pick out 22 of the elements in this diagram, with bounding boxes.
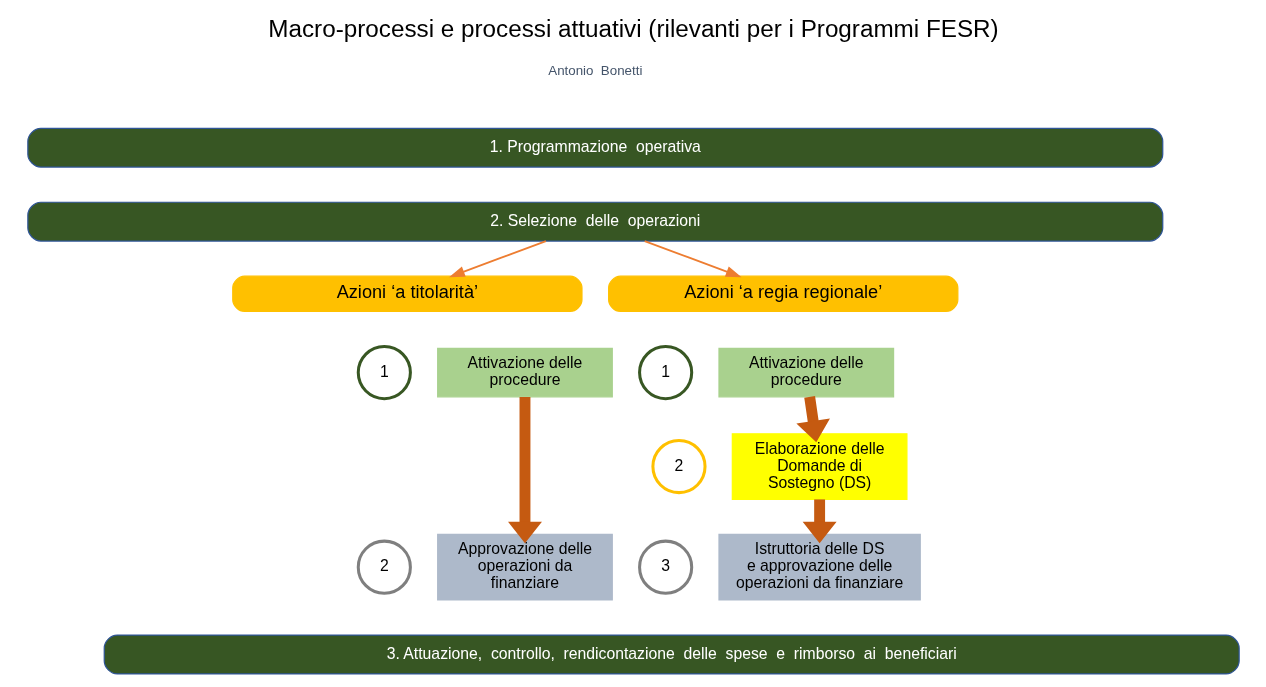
node-box: Elaborazione delle Domande di Sostegno (DS) — [731, 433, 908, 500]
node-box: Approvazione delle operazioni da finanziare — [436, 533, 613, 601]
label: Antonio Bonetti — [547, 62, 642, 78]
arrow — [643, 240, 742, 278]
diagram-title: Macro-processi e processi attuativi (rilevanti per i Programmi FESR) — [267, 15, 999, 43]
node-box: 3. Attuazione, controllo, rendicontazione delle spese e rimborso ai beneficiari — [103, 634, 1240, 675]
arrow — [448, 240, 547, 278]
node-circle: 3 — [637, 539, 693, 595]
arrow — [795, 396, 830, 443]
arrow — [507, 397, 542, 544]
node-box: 2. Selezione delle operazioni — [26, 201, 1163, 242]
node-box: Istruttoria delle DS e approvazione delle operazioni da finanziare — [717, 533, 921, 601]
node-circle: 2 — [650, 439, 707, 495]
node-box: Azioni ‘a titolarità’ — [231, 275, 583, 312]
node-box: 1. Programmazione operativa — [26, 127, 1163, 168]
node-circle: 2 — [356, 539, 412, 595]
node-circle: 1 — [637, 345, 693, 401]
node-box: Attivazione delle procedure — [436, 347, 613, 398]
node-box: Azioni ‘a regia regionale’ — [607, 275, 958, 312]
arrow — [802, 499, 837, 544]
node-box: Attivazione delle procedure — [717, 347, 894, 398]
node-circle: 1 — [356, 345, 412, 401]
